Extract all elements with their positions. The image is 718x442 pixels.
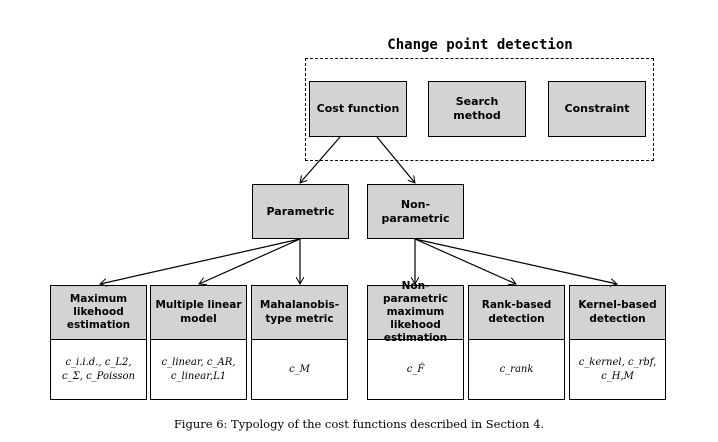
arrow-nonparam-to-leaf5 [414,238,516,284]
leaf-body: c_M [252,340,347,399]
leaf-maximum-likehood: Maximum likehood estimation c_i.i.d., c_… [50,285,147,400]
change-point-frame [305,58,654,161]
leaf-head: Mahalanobis-type metric [252,286,347,340]
leaf-formula: c_M [289,363,310,375]
leaf-body: c_F̂ [368,340,463,399]
leaf-body: c_rank [469,340,564,399]
arrow-cost-to-parametric [300,136,341,183]
arrow-param-to-leaf1 [100,238,301,284]
cost-function-box: Cost function [309,81,407,137]
arrow-cost-to-nonparametric [376,136,415,183]
parametric-box: Parametric [252,184,349,239]
diagram-title: Change point detection [387,37,573,53]
leaf-multiple-linear: Multiple linear model c_linear, c_AR, c_… [150,285,247,400]
leaf-body: c_kernel, c_rbf, c_H,M [570,340,665,399]
search-method-box: Search method [428,81,526,137]
leaf-formula: c_i.i.d., c_L2, c_Σ, c_Poisson [62,356,135,382]
leaf-formula: c_F̂ [406,363,425,375]
leaf-formula: c_linear, c_AR, c_linear,L1 [161,356,236,382]
leaf-nonparametric-ml: Non-parametric maximum likehood estimati… [367,280,464,400]
leaf-head: Multiple linear model [151,286,246,340]
figure-caption: Figure 6: Typology of the cost functions… [173,417,545,431]
leaf-head: Rank-based detection [469,286,564,340]
constraint-box: Constraint [548,81,646,137]
leaf-formula: c_rank [499,363,534,375]
leaf-head: Non-parametric maximum likehood estimati… [368,280,463,344]
arrow-nonparam-to-leaf6 [414,238,617,284]
non-parametric-box: Non-parametric [367,184,464,239]
leaf-head: Maximum likehood estimation [51,286,146,340]
leaf-rank-based: Rank-based detection c_rank [468,285,565,400]
leaf-head: Kernel-based detection [570,286,665,340]
arrow-param-to-leaf2 [199,238,301,284]
leaf-body: c_i.i.d., c_L2, c_Σ, c_Poisson [51,340,146,399]
leaf-mahalanobis: Mahalanobis-type metric c_M [251,285,348,400]
leaf-formula: c_kernel, c_rbf, c_H,M [578,356,657,382]
leaf-body: c_linear, c_AR, c_linear,L1 [151,340,246,399]
leaf-kernel-based: Kernel-based detection c_kernel, c_rbf, … [569,285,666,400]
